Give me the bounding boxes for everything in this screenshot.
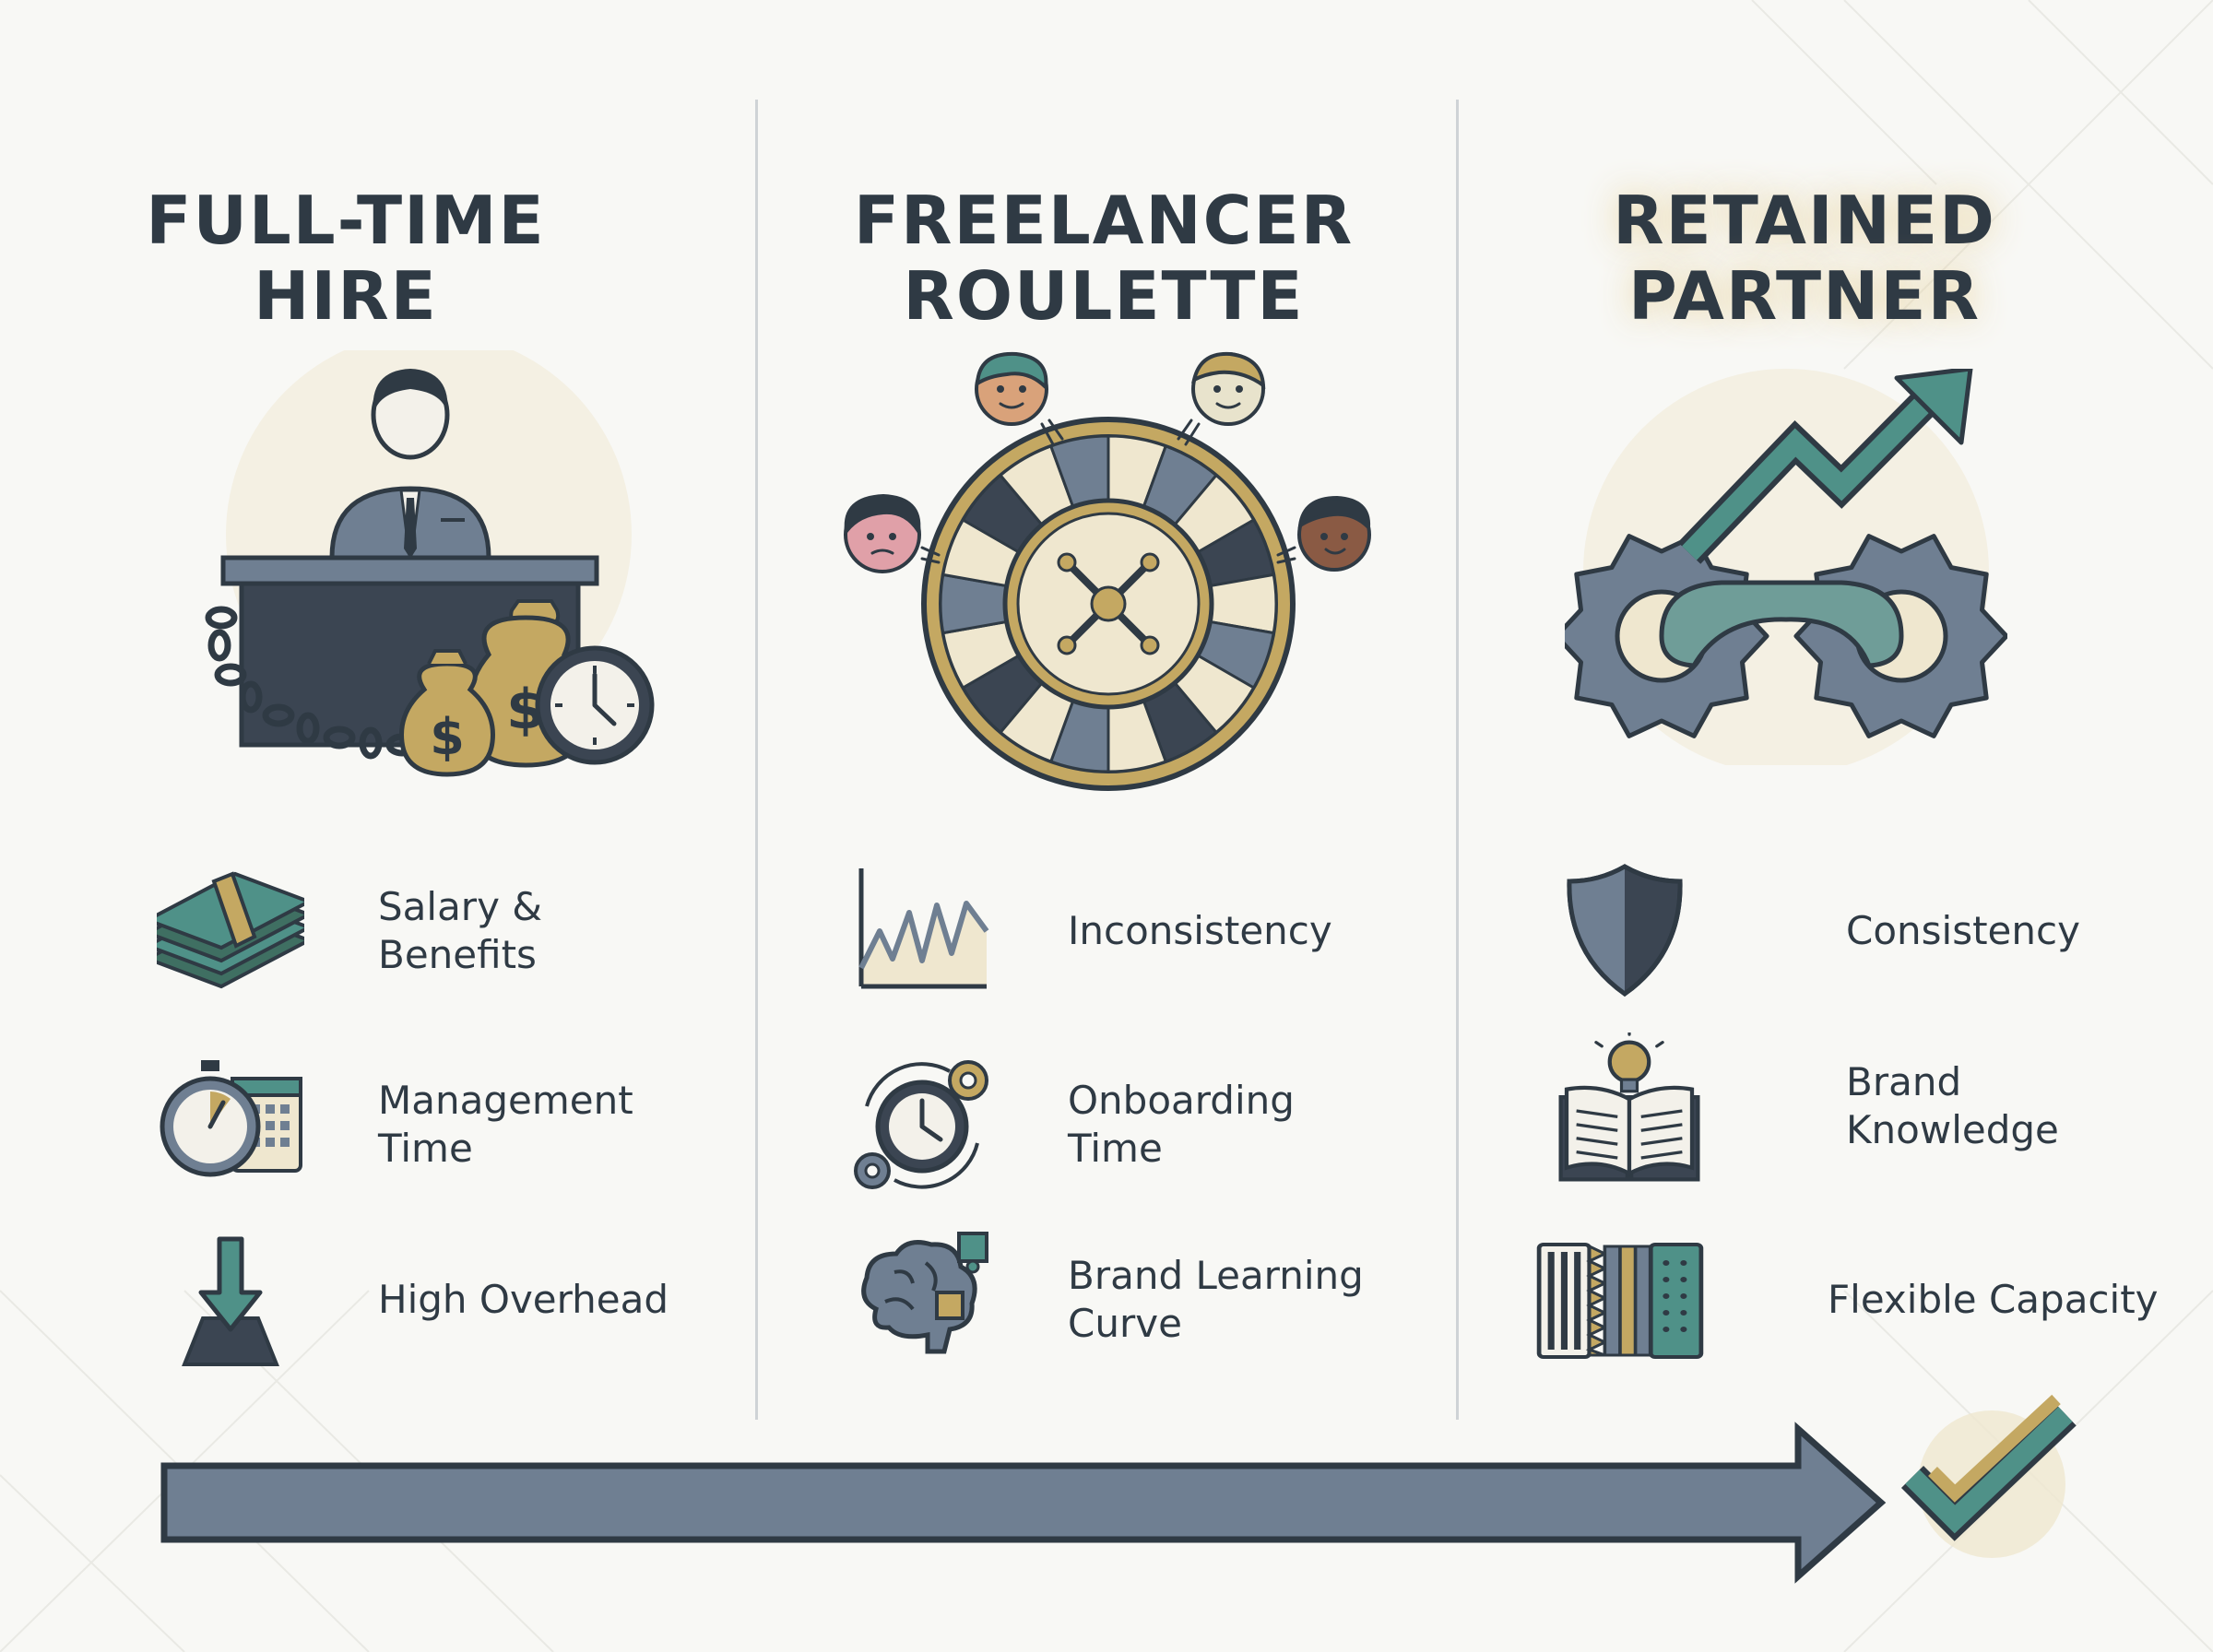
progress-arrow-icon [160, 1422, 1887, 1584]
item-onboarding-time: Onboarding Time [848, 1051, 1512, 1198]
item-management-time: Management Time [157, 1051, 821, 1198]
desk-worker-chained-money-icon: $ $ [205, 350, 655, 777]
clock-gears-icon [854, 1060, 988, 1189]
item-label: Inconsistency [1068, 908, 1332, 953]
item-flexible-capacity: Flexible Capacity [1533, 1226, 2196, 1374]
title-line-2: PARTNER [1627, 256, 1982, 335]
item-inconsistency: Inconsistency [848, 857, 1512, 1005]
column-retained-partner: RETAINED PARTNER Consistency [1459, 0, 2159, 1420]
item-brand-knowledge: Brand Knowledge [1551, 1032, 2213, 1182]
item-high-overhead: High Overhead [157, 1226, 821, 1374]
zigzag-chart-icon [858, 868, 989, 989]
item-label: Consistency [1846, 908, 2080, 953]
svg-text:$: $ [430, 708, 465, 766]
roulette-wheel-faces-icon [844, 351, 1371, 791]
item-label: Onboarding Time [1068, 1078, 1295, 1171]
title-line-2: HIRE [254, 256, 438, 335]
title-line-1: FREELANCER [853, 181, 1355, 259]
checkmark-icon [1900, 1394, 2077, 1558]
book-lightbulb-icon [1558, 1032, 1700, 1182]
item-label: Brand Learning Curve [1068, 1253, 1364, 1346]
column-freelancer-roulette: FREELANCER ROULETTE [758, 0, 1450, 1420]
item-label: Management Time [378, 1078, 633, 1171]
linked-gears-growth-icon [1565, 369, 2007, 765]
title-line-1: FULL-TIME [146, 181, 546, 259]
item-label: High Overhead [378, 1277, 669, 1322]
column-title: RETAINED PARTNER [1459, 183, 2150, 334]
title-line-2: ROULETTE [903, 256, 1305, 335]
item-consistency: Consistency [1551, 857, 2213, 1005]
cash-stack-icon [157, 871, 304, 989]
item-label: Flexible Capacity [1828, 1277, 2159, 1322]
stopwatch-calendar-icon [160, 1060, 302, 1177]
down-arrow-weight-icon [182, 1236, 279, 1366]
item-label: Salary & Benefits [378, 884, 543, 977]
shield-icon [1567, 864, 1683, 997]
column-full-time-hire: FULL-TIME HIRE $ $ [0, 0, 692, 1420]
accordion-icon [1536, 1243, 1704, 1359]
brain-puzzle-icon [861, 1232, 988, 1354]
divider-left [755, 100, 758, 1420]
item-label: Brand Knowledge [1846, 1059, 2059, 1152]
title-line-1: RETAINED [1613, 181, 1996, 259]
item-brand-learning-curve: Brand Learning Curve [848, 1226, 1512, 1374]
item-salary-benefits: Salary & Benefits [157, 857, 821, 1005]
column-title: FULL-TIME HIRE [0, 183, 692, 334]
divider-right [1456, 100, 1459, 1420]
column-title: FREELANCER ROULETTE [758, 183, 1450, 334]
